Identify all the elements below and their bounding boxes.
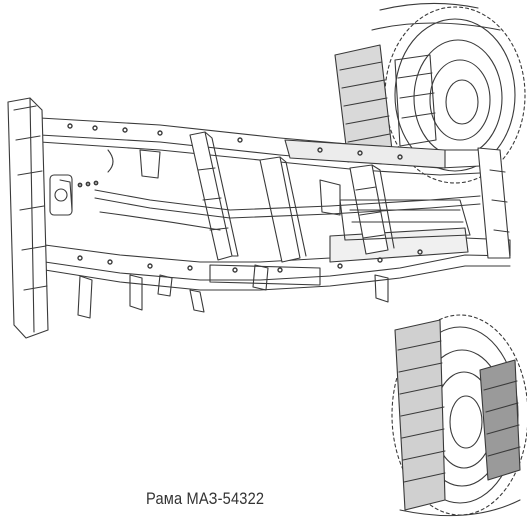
- upper-side-rail: [39, 117, 501, 176]
- crossmember-1: [189, 131, 239, 261]
- crossmember-2: [259, 156, 307, 263]
- lower-rear-wheel: [391, 314, 527, 517]
- rear-crossmember: [477, 147, 511, 259]
- front-crossmember: [7, 97, 99, 339]
- upper-rear-wheel: [334, 2, 526, 184]
- figure-caption: Рама МАЗ-54322: [146, 489, 265, 508]
- frame-linkage: [94, 189, 481, 231]
